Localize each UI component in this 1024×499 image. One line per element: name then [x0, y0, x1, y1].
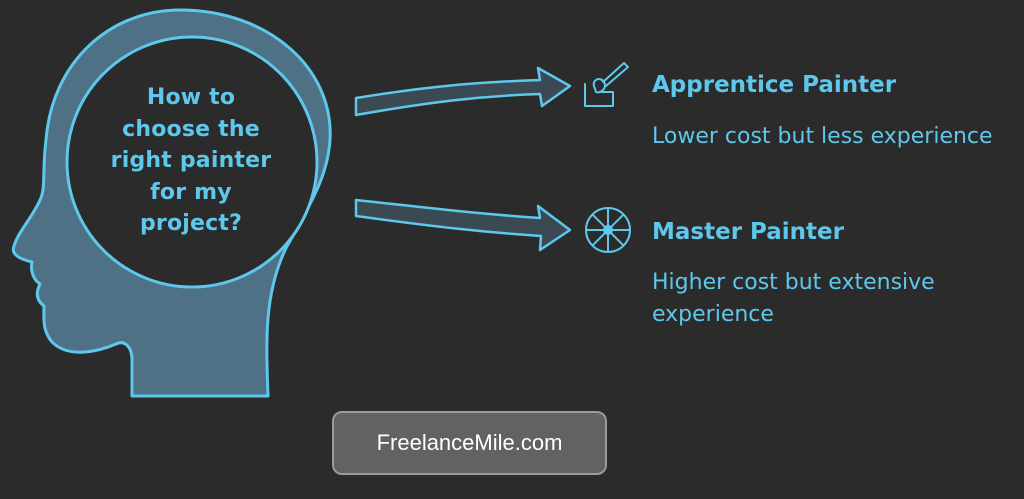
watermark-badge: FreelanceMile.com	[332, 411, 607, 475]
question-line: How to	[146, 85, 236, 110]
central-question: How to choose the right painter for my p…	[84, 82, 298, 240]
watermark-text: FreelanceMile.com	[376, 430, 563, 455]
question-line: choose the	[122, 116, 260, 142]
option-title-master: Master Painter	[652, 219, 844, 245]
question-line: project?	[139, 211, 243, 236]
option-title-apprentice: Apprentice Painter	[652, 72, 897, 98]
question-line: for my	[150, 179, 232, 205]
question-line: right painter	[110, 148, 272, 173]
paint-brush-icon	[584, 62, 629, 107]
palette-wheel-icon	[585, 207, 631, 253]
thought-circle	[65, 35, 319, 289]
option-description-apprentice: Lower cost but less experience	[652, 124, 993, 149]
arrow-to-master	[354, 198, 572, 252]
arrow-to-apprentice	[354, 66, 572, 117]
option-description-master: Higher cost but extensive experience	[652, 270, 935, 327]
